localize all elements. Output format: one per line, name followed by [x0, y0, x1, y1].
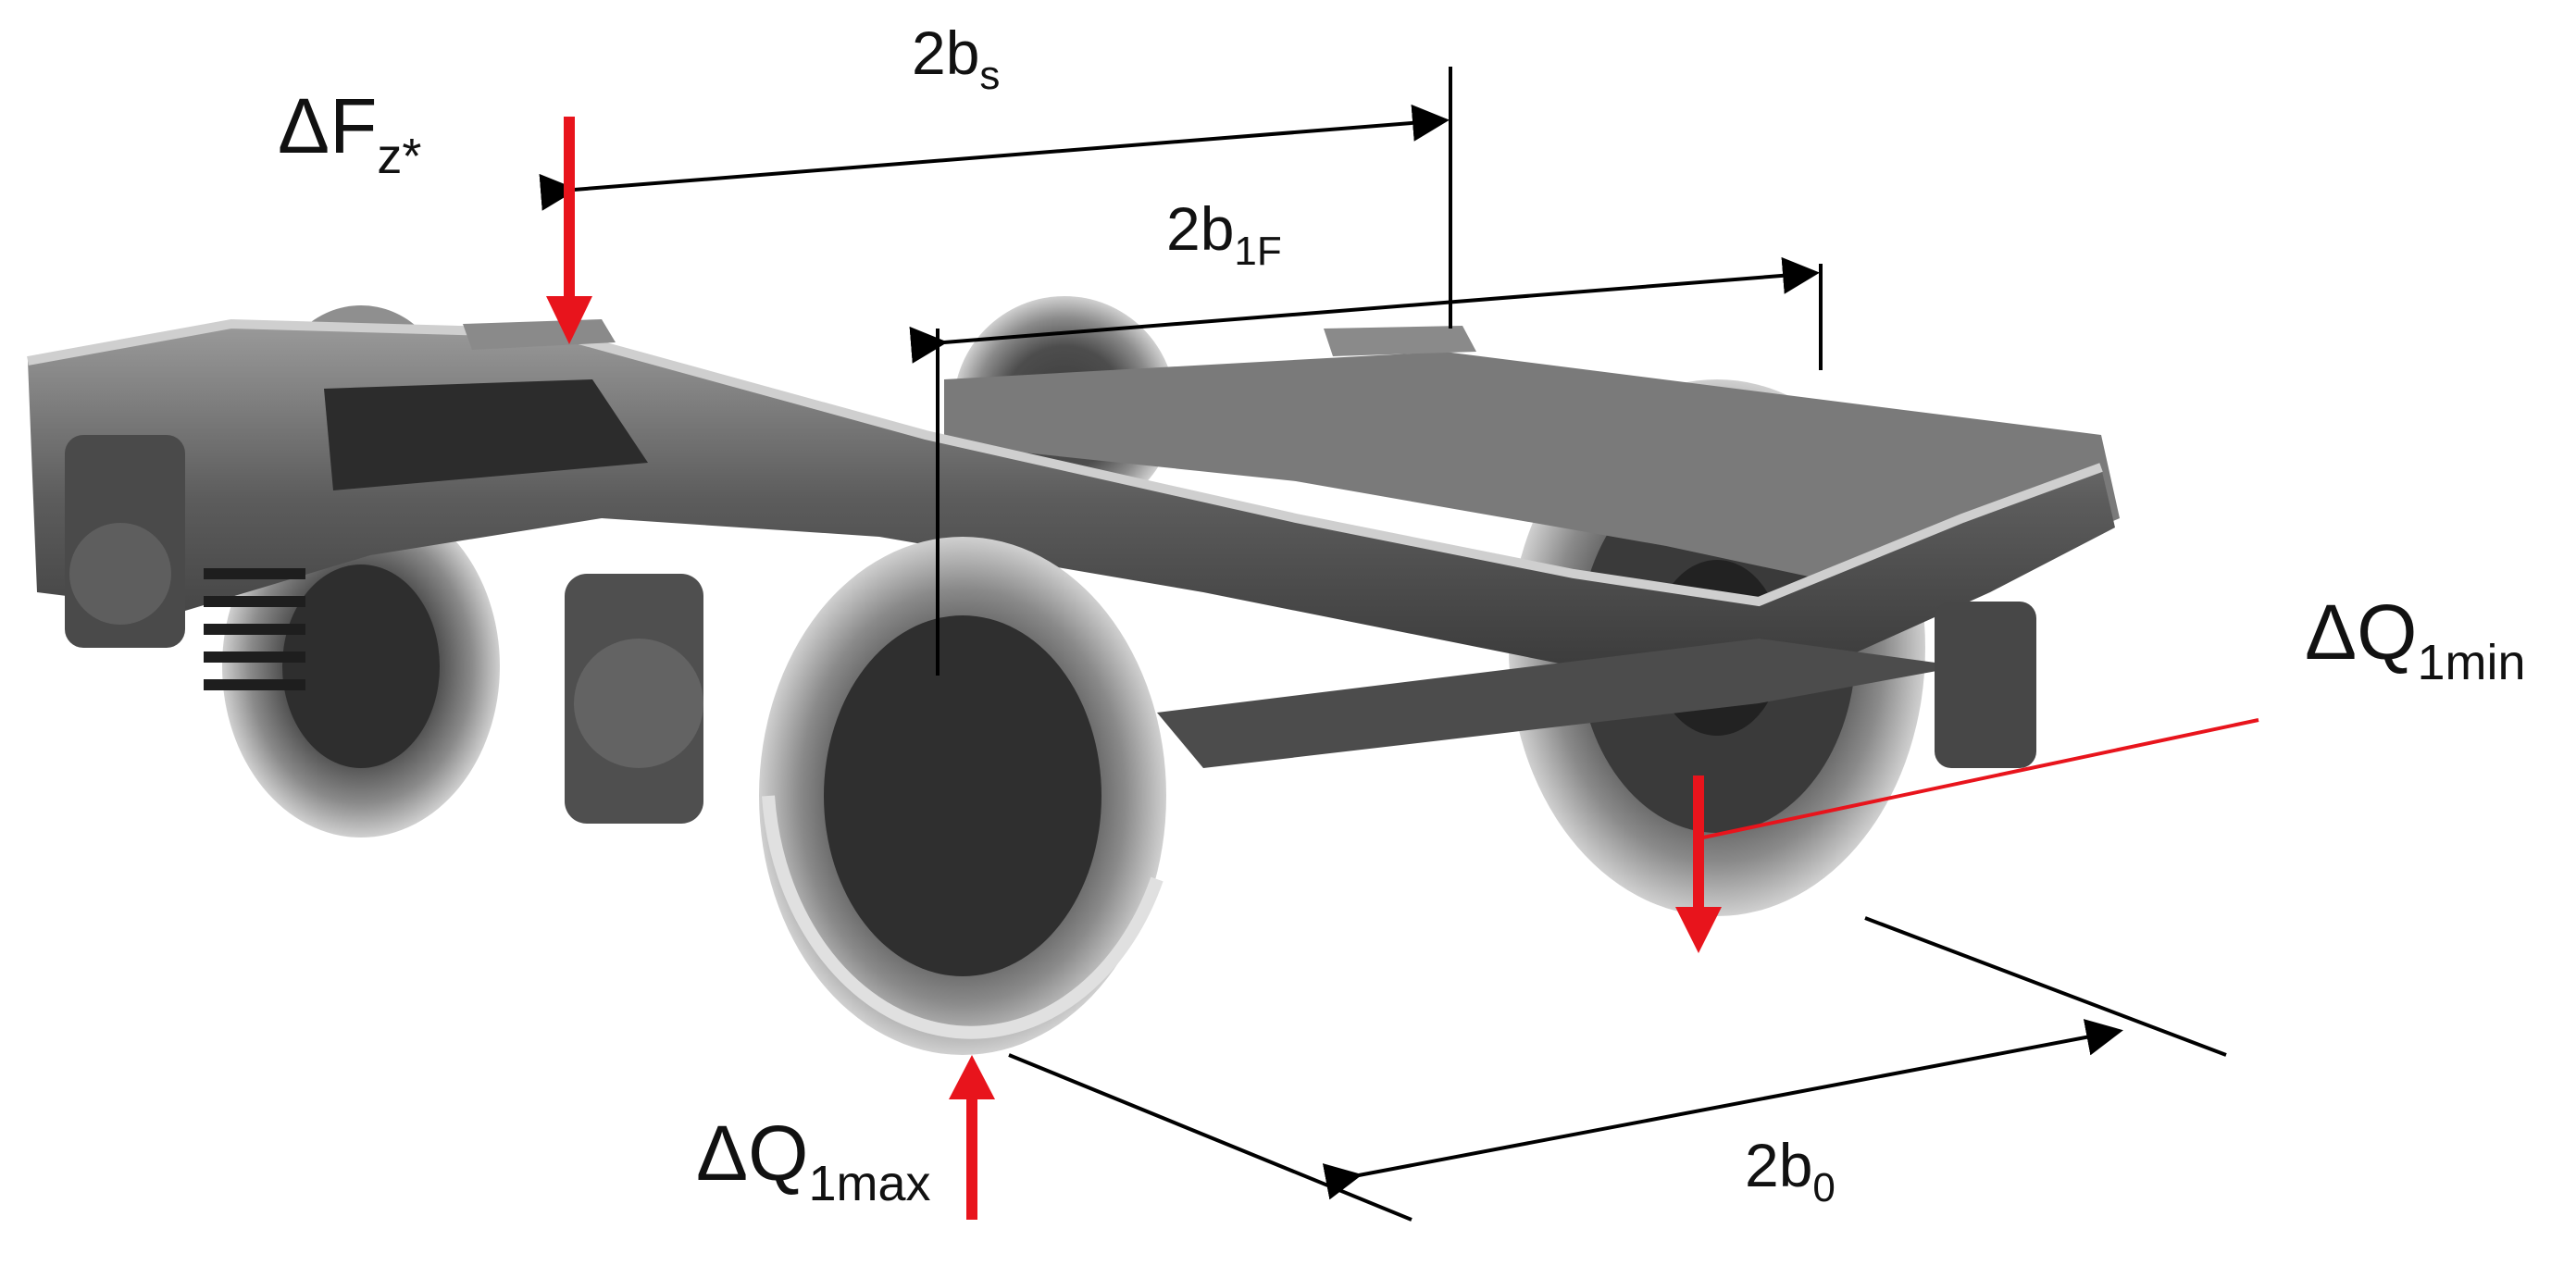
leader-line-q1min — [1702, 718, 2259, 839]
dimension-lines — [539, 67, 2227, 1222]
extension-line-2b0-left — [1008, 1053, 1412, 1222]
label-delta-q1min: ΔQ1min — [2305, 589, 2526, 690]
force-arrow-q1min — [1675, 775, 1722, 953]
force-arrow-fz — [546, 117, 592, 344]
label-2b1f: 2b1F — [1166, 194, 1282, 274]
label-2bs: 2bs — [912, 19, 1000, 98]
dimension-arrow-2b0 — [1322, 1019, 2123, 1200]
front-left-wheel — [759, 537, 1166, 1055]
left-spring-set — [204, 568, 305, 690]
force-arrows — [546, 117, 2259, 1220]
rear-left-wheel — [222, 495, 500, 838]
frame-highlight — [27, 318, 2103, 607]
bogie-illustration — [27, 296, 2120, 1055]
dimension-arrow-2bs — [539, 104, 1450, 211]
frame-window — [324, 379, 648, 490]
right-side-bearer — [1324, 326, 1476, 356]
dimension-arrow-2b1f — [909, 256, 1820, 364]
right-axle-box — [1935, 602, 2036, 768]
center-axle-box — [565, 574, 703, 824]
label-delta-q1max: ΔQ1max — [696, 1110, 931, 1211]
left-axle-box — [65, 435, 185, 648]
bolster-beam — [1157, 639, 1962, 768]
labels: ΔFz* 2bs 2b1F 2b0 ΔQ1max ΔQ1min — [278, 19, 2526, 1211]
far-side-frame — [944, 352, 2120, 602]
label-2b0: 2b0 — [1745, 1131, 1836, 1210]
label-delta-fz: ΔFz* — [278, 82, 421, 184]
force-arrow-q1max — [949, 1055, 995, 1220]
extension-line-2b0-right — [1864, 916, 2227, 1057]
